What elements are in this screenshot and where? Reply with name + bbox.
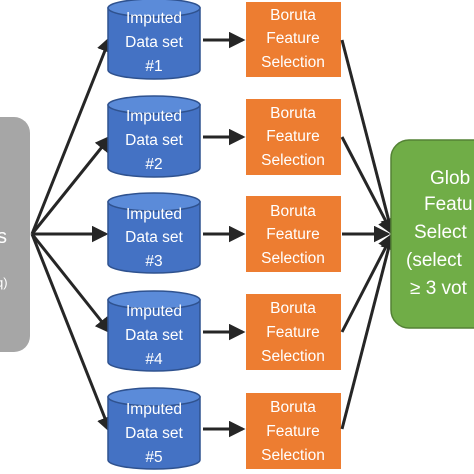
global-node-shape	[390, 139, 474, 329]
dataset-2-line3: #2	[145, 156, 162, 173]
arrow-boruta-4-to-global	[340, 232, 394, 333]
cylinder-top	[107, 387, 201, 407]
fan-out-arrows	[30, 35, 113, 434]
dataset-5-line1: Imputed	[126, 401, 182, 418]
cylinder-body	[107, 104, 201, 178]
global-line-1: Glob	[430, 168, 470, 189]
arrow-source-to-dataset-2	[30, 135, 112, 235]
boruta-4-line2: Feature	[266, 324, 319, 341]
arrow-boruta-5-to-global	[340, 232, 397, 430]
imputed-dataset-2: Imputed Data set #2	[107, 95, 201, 178]
dataset-to-boruta-arrows	[203, 31, 246, 438]
imputed-dataset-4: Imputed Data set #4	[107, 290, 201, 372]
cylinder-top	[107, 95, 201, 115]
boruta-box-shape	[246, 196, 341, 272]
arrow-source-to-dataset-4	[30, 233, 112, 334]
boruta-3-line1: Boruta	[270, 203, 316, 220]
dataset-1-line2: Data set	[125, 34, 183, 51]
boruta-2-line3: Selection	[261, 152, 325, 169]
dataset-1-line1: Imputed	[126, 10, 182, 27]
boruta-5-line3: Selection	[261, 447, 325, 464]
boruta-3-line3: Selection	[261, 250, 325, 267]
dataset-4-line1: Imputed	[126, 303, 182, 320]
dataset-4-line2: Data set	[125, 327, 183, 344]
dataset-1-line3: #1	[145, 58, 162, 75]
boruta-box-shape	[246, 294, 341, 370]
arrow-boruta-1-to-global	[340, 39, 397, 236]
global-line-3: Select	[414, 222, 468, 243]
boruta-5-line2: Feature	[266, 423, 319, 440]
boruta-box-2: Boruta Feature Selection	[246, 99, 341, 175]
boruta-1-line2: Feature	[266, 30, 319, 47]
boruta-box-shape	[246, 99, 341, 175]
dataset-2-line1: Imputed	[126, 108, 182, 125]
boruta-box-1: Boruta Feature Selection	[246, 2, 341, 77]
cylinder-body	[107, 396, 201, 470]
arrow-source-to-dataset-1	[30, 35, 113, 235]
boruta-box-shape	[246, 393, 341, 469]
boruta-3-line2: Feature	[266, 226, 319, 243]
fan-in-arrows	[340, 39, 397, 430]
dataset-5-line3: #5	[145, 449, 162, 466]
imputed-dataset-3: Imputed Data set #3	[107, 192, 201, 274]
cylinder-body	[107, 299, 201, 372]
cylinder-top	[107, 192, 201, 212]
source-node-label: s	[0, 226, 7, 248]
boruta-2-line2: Feature	[266, 128, 319, 145]
dataset-3-line3: #3	[145, 253, 162, 270]
cylinder-top	[107, 290, 201, 310]
global-line-4: (select	[406, 250, 463, 271]
source-node-shape	[0, 117, 30, 352]
source-node-sublabel: q)	[0, 275, 8, 290]
dataset-3-line1: Imputed	[126, 206, 182, 223]
cylinder-top	[107, 0, 201, 18]
arrow-boruta-2-to-global	[340, 136, 394, 236]
imputed-dataset-5: Imputed Data set #5	[107, 387, 201, 470]
dataset-5-line2: Data set	[125, 425, 183, 442]
boruta-1-line3: Selection	[261, 54, 325, 71]
dataset-3-line2: Data set	[125, 229, 183, 246]
boruta-box-3: Boruta Feature Selection	[246, 196, 341, 272]
global-line-2: Featu	[424, 194, 473, 215]
boruta-2-line1: Boruta	[270, 105, 316, 122]
dataset-2-line2: Data set	[125, 132, 183, 149]
imputed-dataset-1: Imputed Data set #1	[107, 0, 201, 80]
boruta-4-line3: Selection	[261, 348, 325, 365]
boruta-box-shape	[246, 2, 341, 77]
boruta-4-line1: Boruta	[270, 300, 316, 317]
cylinder-body	[107, 7, 201, 80]
boruta-5-line1: Boruta	[270, 399, 316, 416]
global-feature-selection-node: Glob Featu Select (select ≥ 3 vot	[390, 139, 474, 329]
cylinder-body	[107, 201, 201, 274]
arrow-source-to-dataset-5	[30, 233, 113, 434]
boruta-1-line1: Boruta	[270, 7, 316, 24]
boruta-box-4: Boruta Feature Selection	[246, 294, 341, 370]
dataset-4-line3: #4	[145, 351, 163, 368]
source-node: s q)	[0, 117, 30, 352]
global-line-5: ≥ 3 vot	[410, 278, 468, 299]
boruta-box-5: Boruta Feature Selection	[246, 393, 341, 469]
